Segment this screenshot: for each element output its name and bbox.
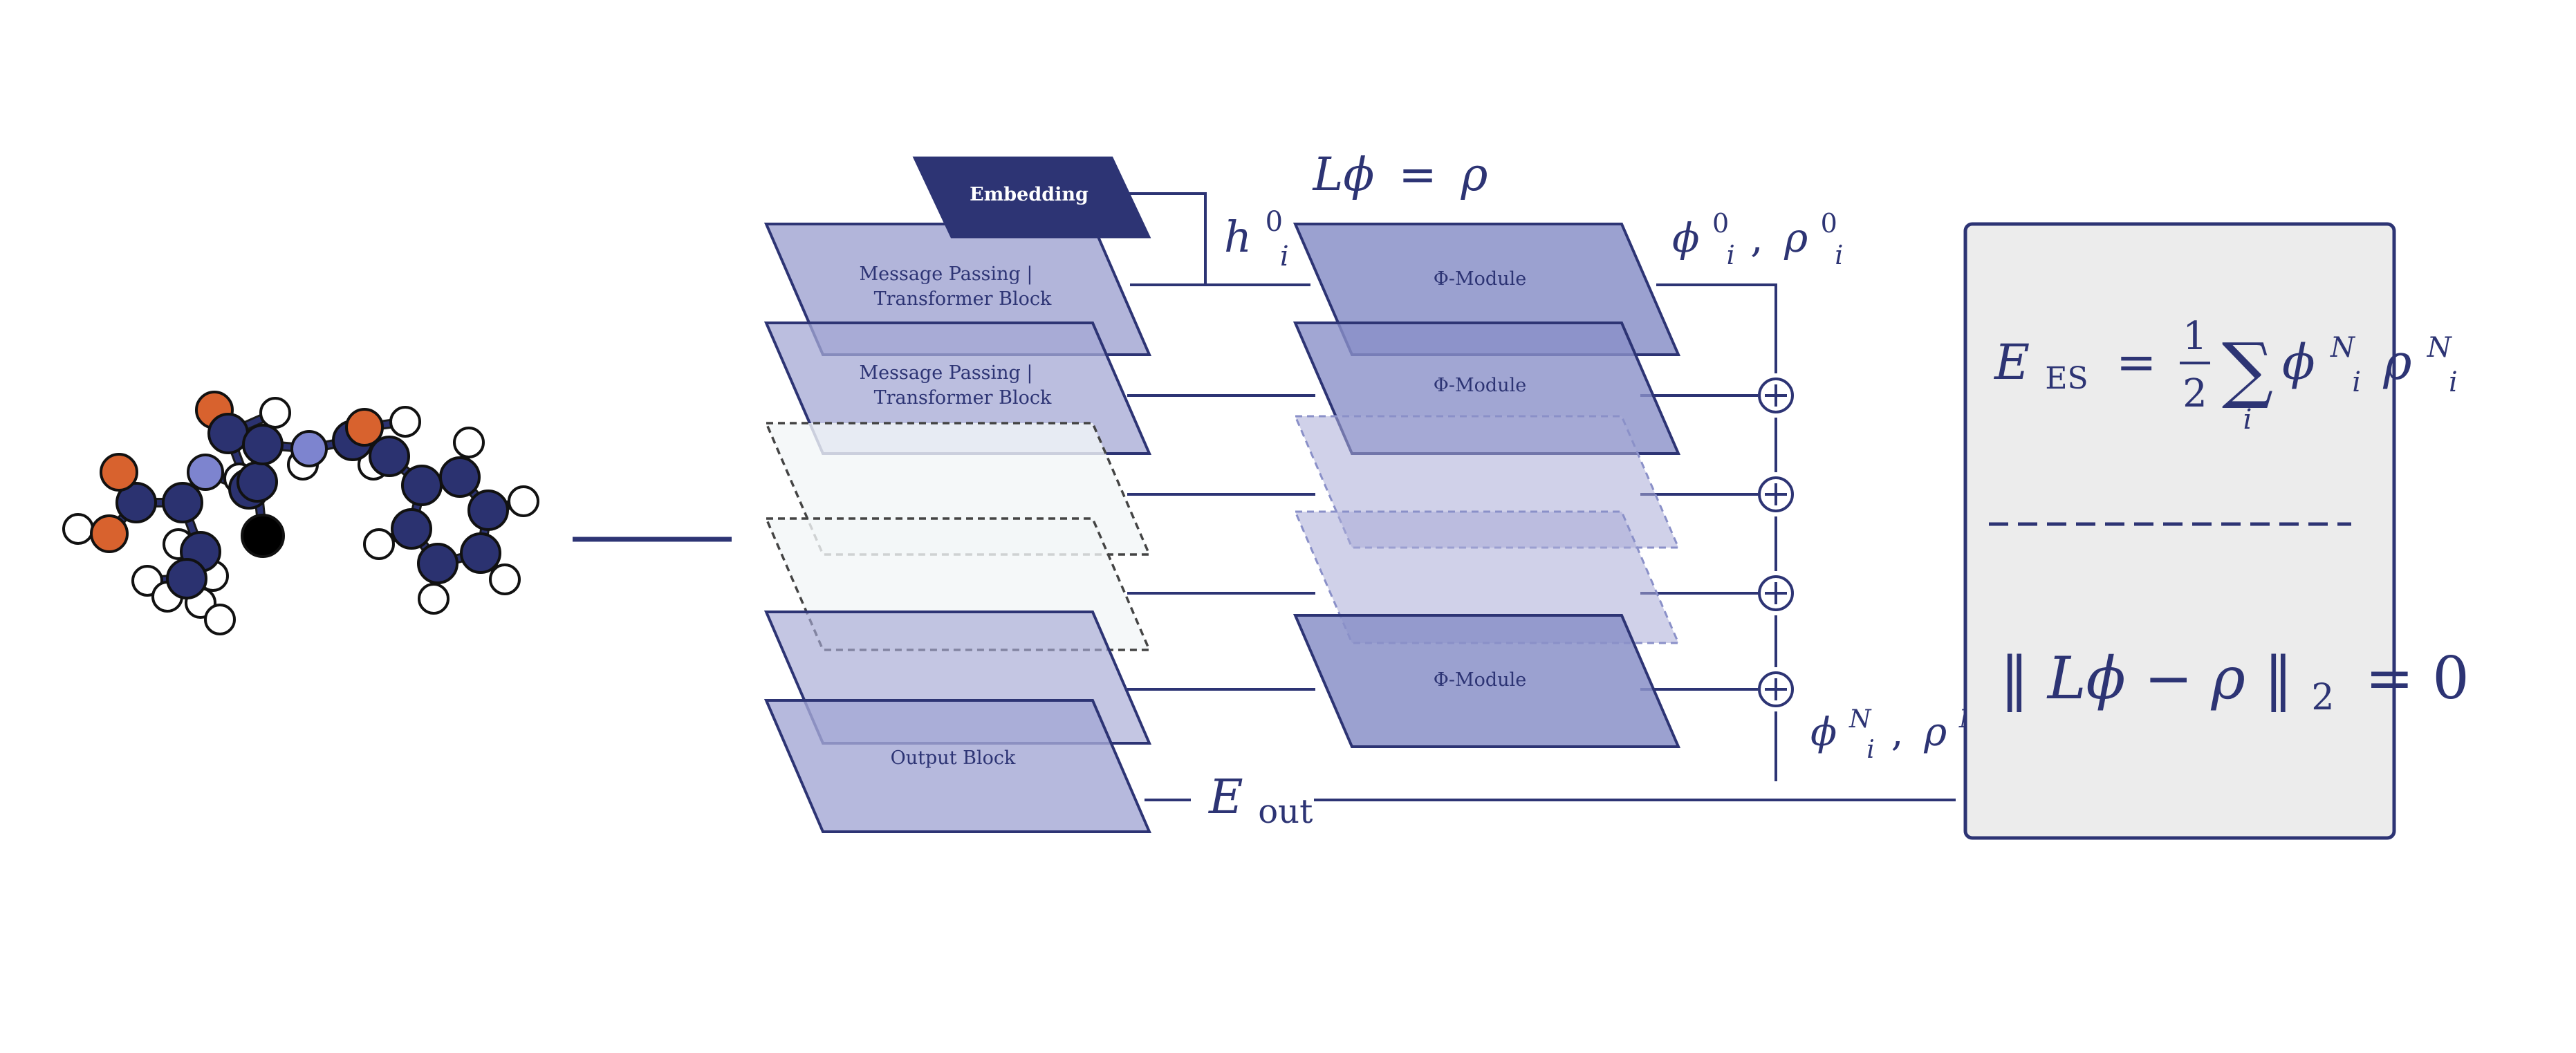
embedding-block (912, 156, 1151, 239)
fraction-denominator: 2 (2183, 371, 2207, 416)
molecule-atom (489, 563, 521, 595)
embedding-label: Embedding (970, 184, 1088, 205)
message-passing-2-label-line1: Message Passing | (859, 362, 1032, 384)
phi-module-last (1292, 614, 1681, 748)
molecule-atom (418, 583, 450, 615)
message-passing-2-label-line2: Transformer Block (874, 387, 1052, 409)
phi-module-last-label: Φ-Module (1434, 669, 1526, 691)
molecule-atom (90, 514, 129, 553)
molecule-atom (207, 413, 249, 454)
molecule-atom (401, 465, 443, 506)
molecule-atom (115, 482, 157, 523)
molecule-atom (389, 406, 421, 438)
left-block-stack: Embedding Message Passing | Transformer … (763, 156, 1152, 833)
output-block-label: Output Block (891, 747, 1016, 769)
molecule-atom (237, 461, 278, 503)
sum-nodes (1758, 378, 1794, 707)
energy-panel: E ES = 1 2 ∑ i ϕ N i ρ N i ‖ Lϕ − ρ ‖ 2 … (1963, 222, 2470, 840)
summation-symbol: ∑ (2222, 327, 2273, 411)
molecule-atom (345, 408, 384, 447)
phi-rho-initial-label: ϕ 0 i , ρ 0 i (1672, 195, 1850, 274)
molecule-atom (369, 436, 410, 477)
molecule-atom (467, 490, 509, 531)
energy-summand: ϕ N i ρ N i (2282, 312, 2467, 403)
molecule-atom (187, 454, 224, 491)
phi-module-2-label: Φ-Module (1434, 375, 1526, 396)
message-passing-1-label-line2: Transformer Block (874, 288, 1052, 310)
energy-panel-box (1963, 222, 2396, 840)
hidden-state-label: h 0 i (1224, 191, 1297, 272)
molecule-atom (241, 514, 285, 558)
fraction-numerator: 1 (2183, 314, 2207, 359)
molecule-atom (439, 456, 481, 498)
phi-module-1-label: Φ-Module (1434, 268, 1526, 290)
molecule-atom (453, 427, 485, 458)
molecule-atom (508, 485, 539, 517)
energy-output-label: E out (1207, 770, 1313, 831)
molecule-atom (417, 543, 458, 584)
phi-ghost-2 (1293, 510, 1680, 644)
molecule-atom (100, 453, 138, 492)
residual-norm-equation: ‖ Lϕ − ρ ‖ 2 = 0 (2000, 644, 2470, 723)
message-passing-1-label-line1: Message Passing | (859, 263, 1032, 285)
molecule-atom (363, 528, 395, 560)
molecule-atom (290, 430, 328, 467)
phi-module-stack: Φ-Module Φ-Module Φ-Module (1292, 223, 1681, 748)
molecule-atom (62, 513, 94, 545)
poisson-equation: Lϕ = ρ (1313, 148, 1488, 201)
molecule-illustration (62, 391, 539, 635)
connector-lines (1106, 192, 1956, 801)
message-passing-block-2 (763, 322, 1152, 455)
summation-index: i (2243, 404, 2252, 436)
molecule-atom (162, 482, 203, 523)
molecule-atom (204, 604, 236, 635)
output-block (763, 699, 1152, 833)
molecule-atom (242, 424, 284, 465)
molecule-atom (166, 558, 207, 599)
molecule-atom (259, 397, 291, 429)
molecule-atom (391, 508, 432, 550)
electrostatic-energy-equation: E ES = (1993, 334, 2157, 400)
molecule-atom (460, 532, 501, 574)
